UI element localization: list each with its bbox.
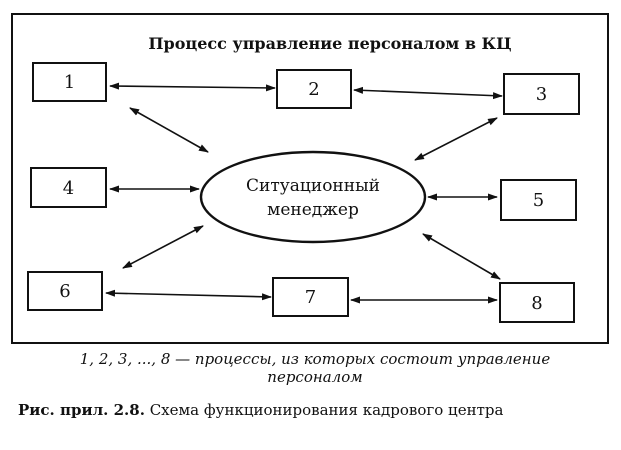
box-7: 7 <box>272 277 349 317</box>
box-2-label: 2 <box>308 79 319 100</box>
box-6-rect <box>27 271 103 311</box>
box-1-label: 1 <box>64 72 75 93</box>
arrow-6-center <box>122 225 204 269</box>
box-4: 4 <box>30 167 107 208</box>
box-8: 8 <box>499 282 575 323</box>
arrow-2-3 <box>353 86 503 100</box>
figure-caption: Рис. прил. 2.8. Схема функционирования к… <box>18 400 616 420</box>
situational-manager-node: Ситуационный менеджер <box>199 150 427 244</box>
legend-line-1: 1, 2, 3, ..., 8 — процессы, из которых с… <box>79 350 551 368</box>
process-diagram: Процесс управление персоналом в КЦ 1 2 3… <box>11 13 609 344</box>
box-1: 1 <box>32 62 107 102</box>
situational-manager-label-line1: Ситуационный <box>246 176 380 196</box>
box-7-label: 7 <box>305 287 316 308</box>
box-5: 5 <box>500 179 577 221</box>
edges-layer <box>105 82 503 304</box>
box-3-rect <box>503 73 580 115</box>
box-6: 6 <box>27 271 103 311</box>
box-5-rect <box>500 179 577 221</box>
arrow-3-center <box>414 117 498 161</box>
box-8-label: 8 <box>531 293 542 314</box>
box-4-label: 4 <box>63 178 74 199</box>
legend: 1, 2, 3, ..., 8 — процессы, из которых с… <box>30 350 600 386</box>
box-6-label: 6 <box>59 281 70 302</box>
legend-line-2: персоналом <box>267 368 363 386</box>
figure-caption-number: Рис. прил. 2.8. <box>18 401 145 419</box>
box-3: 3 <box>503 73 580 115</box>
figure-caption-text: Схема функционирования кадрового центра <box>144 401 504 419</box>
box-7-rect <box>272 277 349 317</box>
box-2-rect <box>276 69 352 109</box>
box-5-label: 5 <box>533 190 544 211</box>
arrow-8-center <box>422 233 501 280</box>
arrow-6-7 <box>105 289 272 301</box>
box-1-rect <box>32 62 107 102</box>
diagram-title: Процесс управление персоналом в КЦ <box>148 34 511 53</box>
box-3-label: 3 <box>536 84 547 105</box>
box-8-rect <box>499 282 575 323</box>
box-2: 2 <box>276 69 352 109</box>
arrow-1-center <box>129 107 209 153</box>
arrow-1-2 <box>109 82 276 92</box>
situational-manager-label-line2: менеджер <box>267 200 359 220</box>
situational-manager-ellipse <box>199 150 427 244</box>
diagram-frame <box>11 13 609 344</box>
box-4-rect <box>30 167 107 208</box>
